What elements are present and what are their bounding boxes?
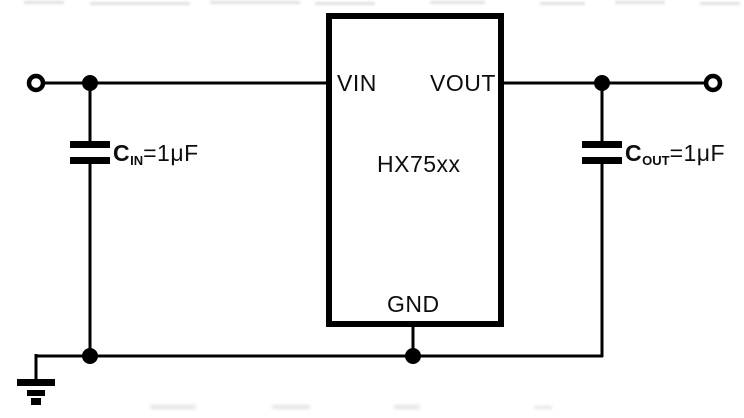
scan-artifact <box>150 405 196 409</box>
cin-top-plate <box>70 141 110 148</box>
ic-body <box>326 13 504 327</box>
cout-bottom-plate <box>582 157 622 164</box>
input-capacitor <box>70 141 110 164</box>
cout-label: COUT=1μF <box>625 140 725 174</box>
scan-artifact <box>615 1 665 4</box>
junction-dot-input-top <box>82 75 98 91</box>
scan-artifact <box>24 1 64 4</box>
ground-bar-3 <box>31 398 41 405</box>
junction-dot-input-bottom <box>82 348 98 364</box>
junction-dot-output-top <box>594 75 610 91</box>
ic-part-number: HX75xx <box>377 151 461 177</box>
scan-artifact <box>430 1 485 4</box>
cout-subscript: OUT <box>642 153 670 168</box>
scan-artifact <box>272 405 310 409</box>
output-capacitor <box>582 141 622 164</box>
scan-artifact <box>534 406 552 409</box>
scan-artifact <box>700 2 740 5</box>
output-terminal <box>703 73 723 93</box>
cout-value: =1μF <box>669 140 726 166</box>
input-terminal <box>26 73 46 93</box>
ground-bar-1 <box>17 379 55 386</box>
pin-label-vin: VIN <box>337 70 377 96</box>
cin-value: =1μF <box>143 140 199 166</box>
scan-artifact <box>315 2 375 5</box>
cin-symbol: C <box>113 140 131 166</box>
junction-dot-gnd <box>405 348 421 364</box>
scan-artifact <box>90 2 190 5</box>
cin-label: CIN=1μF <box>113 140 199 174</box>
cin-bottom-plate <box>70 157 110 164</box>
cin-subscript: IN <box>130 153 144 168</box>
scan-artifact <box>210 1 300 4</box>
ground-bar-2 <box>27 390 45 396</box>
ground-icon <box>17 379 55 405</box>
cout-symbol: C <box>625 140 643 166</box>
scan-artifact <box>394 405 420 409</box>
pin-label-vout: VOUT <box>430 70 496 96</box>
pin-label-gnd: GND <box>387 291 440 317</box>
scan-artifact <box>540 2 585 5</box>
cout-top-plate <box>582 141 622 148</box>
